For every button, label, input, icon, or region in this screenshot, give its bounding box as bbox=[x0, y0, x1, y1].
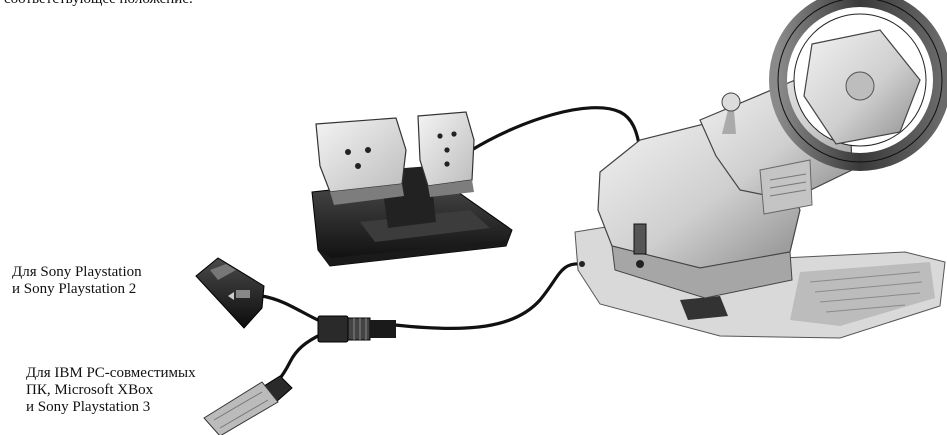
usb-connector bbox=[204, 376, 292, 435]
steering-wheel bbox=[575, 0, 945, 338]
playstation-connector bbox=[196, 258, 264, 328]
pc-label: Для IBM PC-совместимых ПК, Microsoft XBo… bbox=[26, 365, 196, 416]
playstation-label-line-2: и Sony Playstation 2 bbox=[12, 281, 142, 298]
playstation-label-line-1: Для Sony Playstation bbox=[12, 264, 142, 281]
pedals bbox=[312, 112, 512, 266]
ps-branch-cable bbox=[262, 296, 322, 322]
pc-label-line-1: Для IBM PC-совместимых bbox=[26, 365, 196, 382]
pc-label-line-2: ПК, Microsoft XBox bbox=[26, 382, 196, 399]
cable-splitter bbox=[318, 316, 396, 342]
playstation-label: Для Sony Playstation и Sony Playstation … bbox=[12, 264, 142, 298]
pc-label-line-3: и Sony Playstation 3 bbox=[26, 399, 196, 416]
main-cable bbox=[395, 264, 582, 329]
